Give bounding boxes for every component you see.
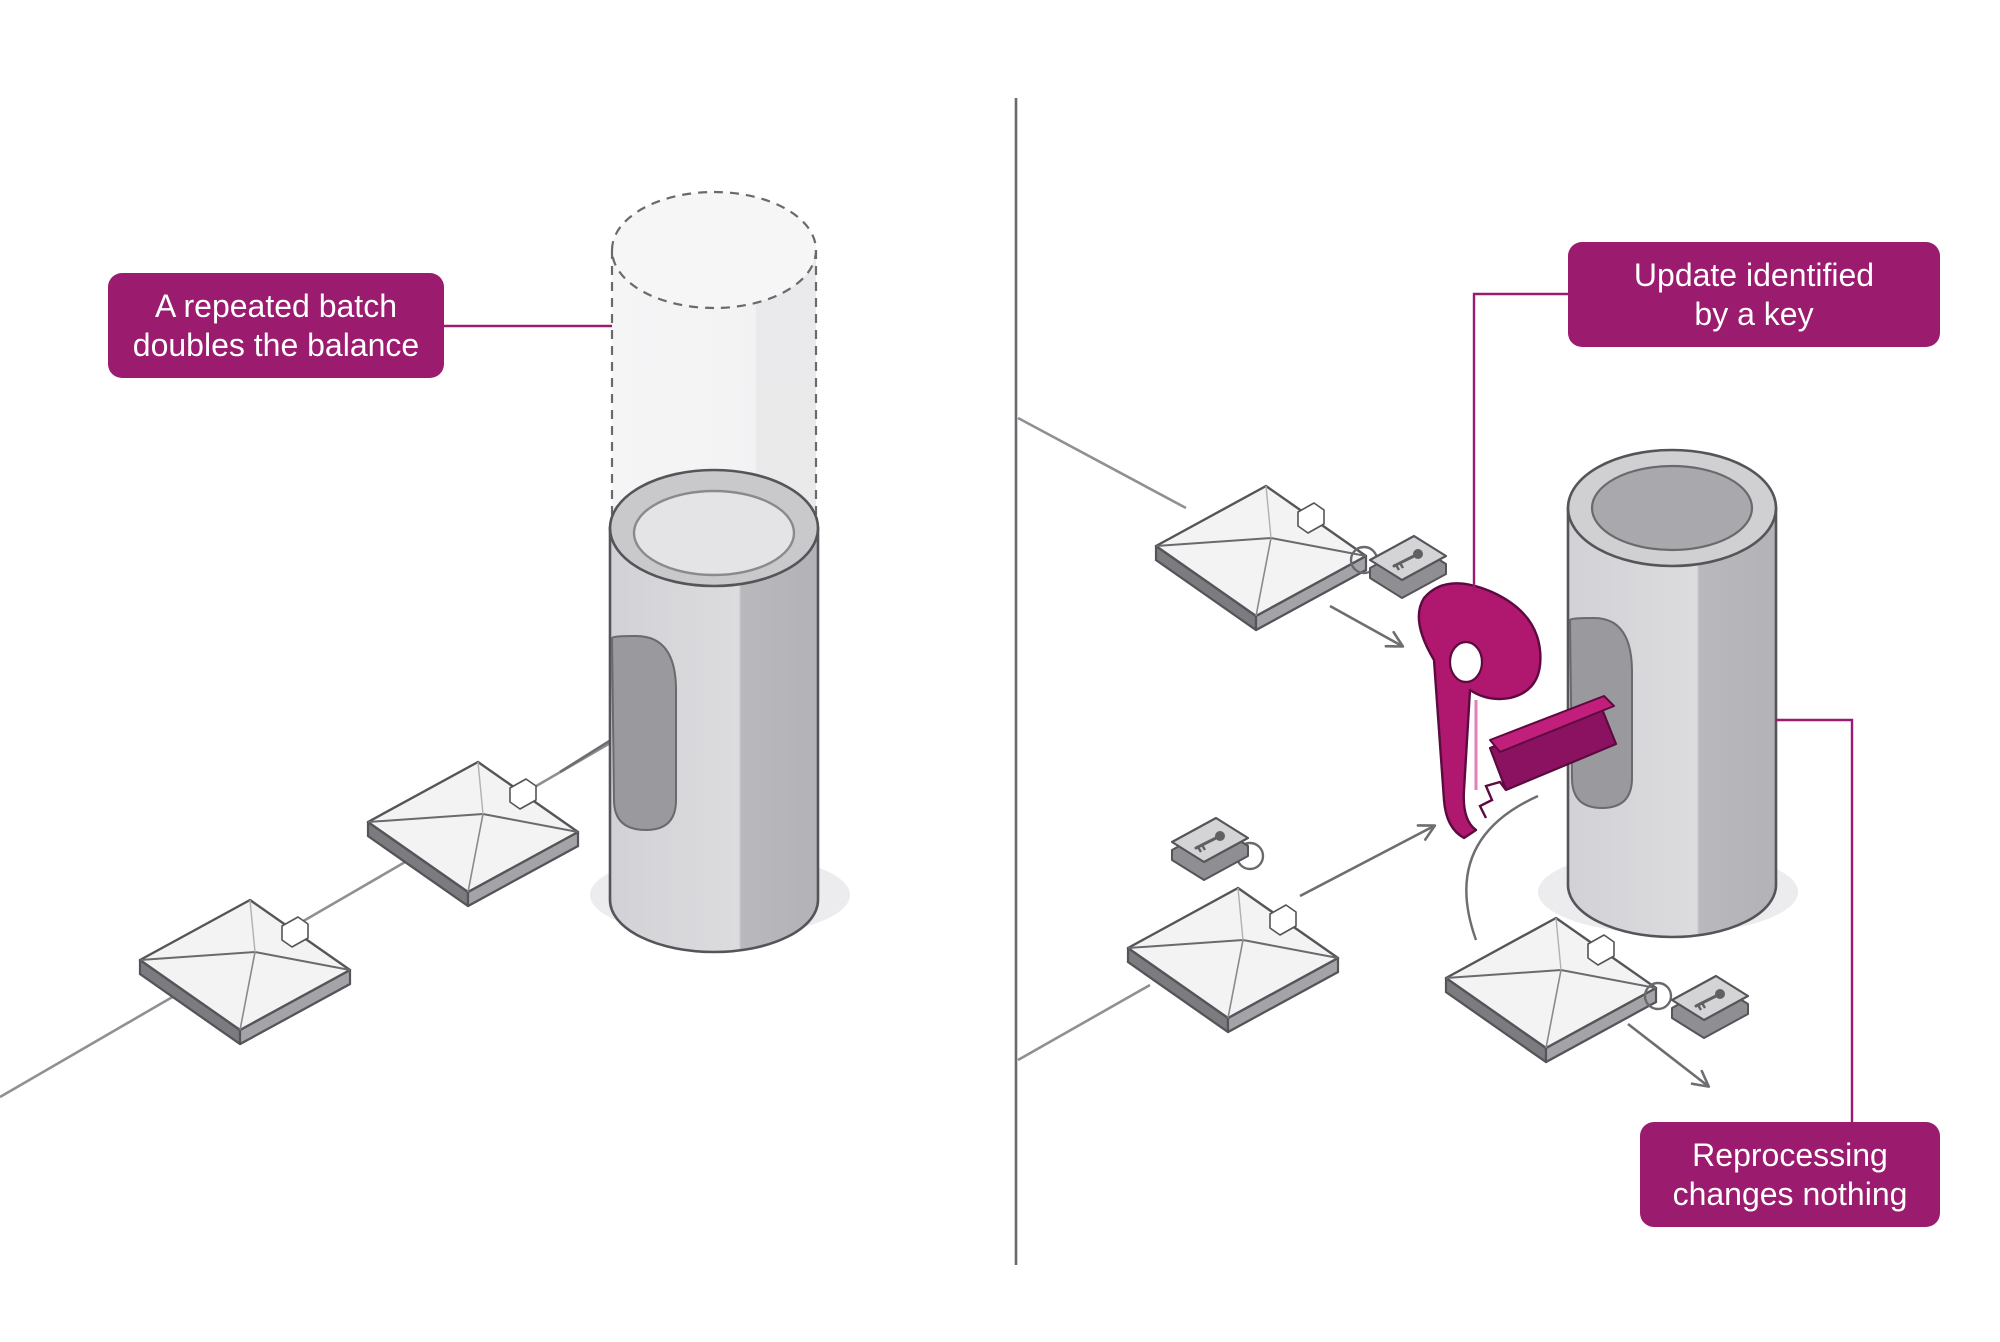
balance-cylinder xyxy=(608,468,820,954)
callout-line: changes nothing xyxy=(1672,1175,1908,1212)
callout-line: Update identified xyxy=(1633,256,1875,293)
key-tag-icon xyxy=(1170,816,1250,882)
key-tag-icon xyxy=(1670,974,1750,1040)
callout-line: by a key xyxy=(1694,295,1814,332)
callout-leader-line xyxy=(1472,292,1568,592)
callout-line: doubles the balance xyxy=(132,326,420,363)
flow-line xyxy=(0,718,651,1099)
key-icon xyxy=(1417,582,1618,840)
callout-reprocessing: Reprocessing changes nothing xyxy=(1640,1122,1940,1227)
callout-repeated-batch: A repeated batch doubles the balance xyxy=(108,273,444,378)
callout-leader-line xyxy=(1776,718,1854,1122)
arrow-icon xyxy=(1627,1022,1711,1088)
callout-update-key: Update identified by a key xyxy=(1568,242,1940,347)
callout-line: A repeated batch xyxy=(155,287,397,324)
arrow-icon xyxy=(1329,604,1405,648)
callout-line: Reprocessing xyxy=(1692,1136,1888,1173)
right-panel xyxy=(1017,292,1854,1122)
reprocess-path xyxy=(1465,794,1539,941)
arrow-icon xyxy=(1299,824,1437,898)
left-panel xyxy=(0,190,850,1099)
flow-line xyxy=(1017,983,1151,1062)
envelope-icon xyxy=(366,760,580,908)
balance-cylinder xyxy=(1566,448,1778,939)
envelope-icon xyxy=(1444,916,1658,1064)
flow-line xyxy=(1017,416,1187,510)
envelope-icon xyxy=(138,898,352,1046)
envelope-icon xyxy=(1126,886,1340,1034)
